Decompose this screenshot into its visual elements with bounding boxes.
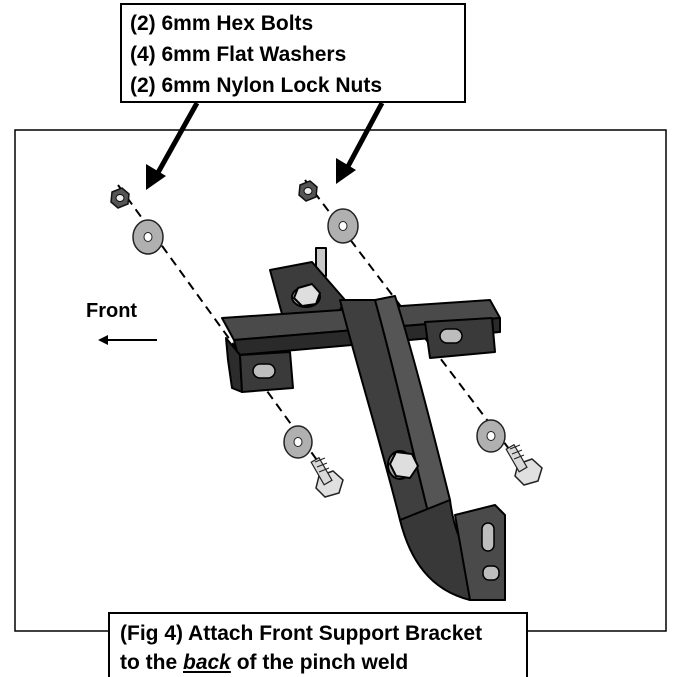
caption-emphasis: back: [183, 651, 231, 674]
callout-arrow-left: [152, 101, 200, 180]
caption-line-1: (Fig 4) Attach Front Support Bracket: [120, 622, 483, 645]
callout-arrowhead-right: [336, 158, 356, 184]
flat-washer-left-top: [132, 219, 164, 255]
figure-caption: (Fig 4) Attach Front Support Bracket to …: [108, 612, 528, 677]
hardware-list-box: (2) 6mm Hex Bolts (4) 6mm Flat Washers (…: [120, 3, 466, 103]
nylon-lock-nut-left: [110, 187, 130, 209]
hardware-item-hex-bolts: (2) 6mm Hex Bolts: [130, 12, 314, 35]
flat-washer-right-top: [327, 208, 359, 244]
hardware-item-flat-washers: (4) 6mm Flat Washers: [130, 43, 347, 66]
hex-bolt-left: [310, 456, 344, 498]
caption-suffix: of the pinch weld: [230, 651, 409, 674]
callout-arrow-right: [342, 101, 385, 174]
figure-frame: [14, 129, 667, 632]
callout-arrowhead-left: [146, 164, 166, 190]
flat-washer-right-bottom: [476, 419, 506, 453]
hardware-item-lock-nuts: (2) 6mm Nylon Lock Nuts: [130, 74, 383, 97]
flat-washer-left-bottom: [283, 425, 313, 459]
nylon-lock-nut-right: [298, 180, 318, 202]
caption-line-2: to the back of the pinch weld: [120, 648, 526, 677]
caption-prefix: to the: [120, 651, 183, 674]
front-direction-label: Front: [86, 300, 138, 322]
hex-bolt-right: [505, 443, 543, 486]
front-support-bracket: [221, 247, 506, 601]
